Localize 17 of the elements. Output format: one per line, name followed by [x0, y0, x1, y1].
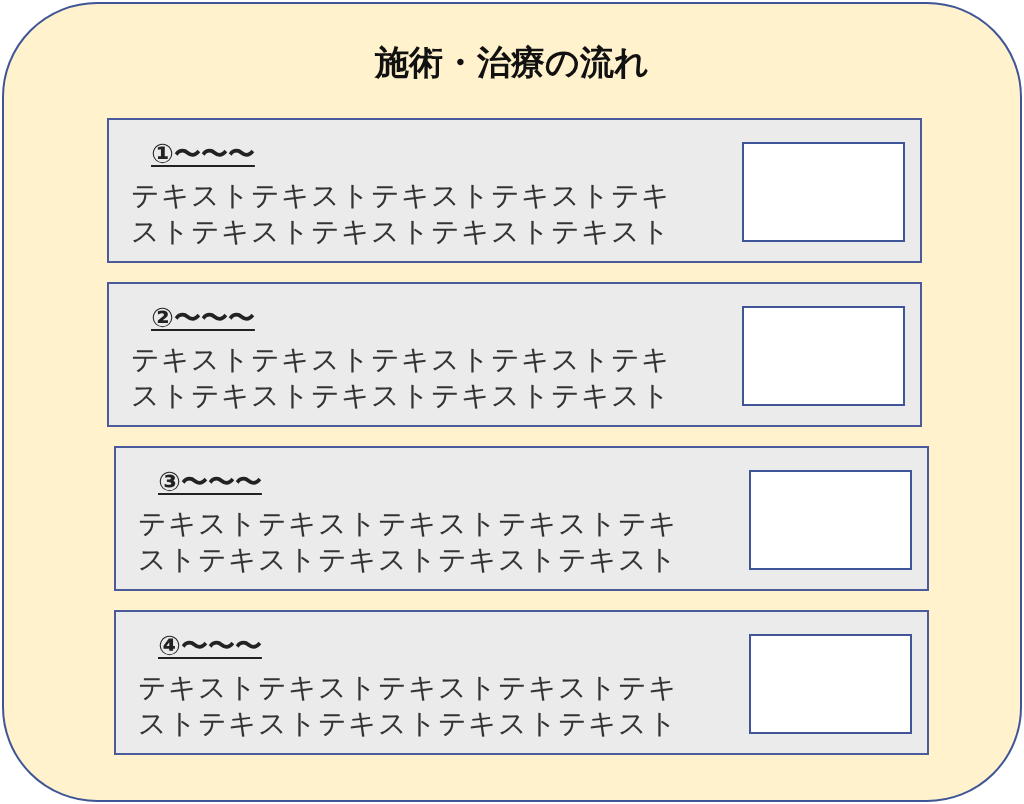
step-description: テキストテキストテキストテキストテキストテキストテキストテキストテキスト	[131, 178, 672, 250]
step-heading: ②〜〜〜	[151, 301, 255, 335]
image-placeholder-box	[749, 634, 912, 734]
step-box	[114, 446, 929, 591]
step-heading: ①〜〜〜	[151, 137, 255, 171]
step-box	[114, 610, 929, 755]
title: 施術・治療の流れ	[373, 41, 650, 84]
step-box	[107, 282, 922, 427]
step-description: テキストテキストテキストテキストテキストテキストテキストテキストテキスト	[138, 506, 679, 578]
step-description: テキストテキストテキストテキストテキストテキストテキストテキストテキスト	[138, 670, 679, 742]
step-description: テキストテキストテキストテキストテキストテキストテキストテキストテキスト	[131, 342, 672, 414]
step-heading: ③〜〜〜	[158, 465, 262, 499]
image-placeholder-box	[749, 470, 912, 570]
step-box	[107, 118, 922, 263]
step-heading: ④〜〜〜	[158, 629, 262, 663]
image-placeholder-box	[742, 142, 905, 242]
image-placeholder-box	[742, 306, 905, 406]
